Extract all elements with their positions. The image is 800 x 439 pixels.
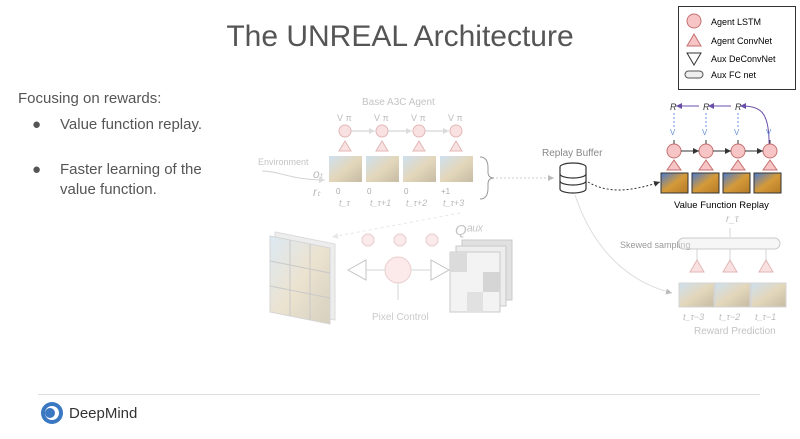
reward-prediction: r_τ t_τ−3 t_τ−2 t_τ−1 Reward Prediction <box>678 214 786 337</box>
convnet-node <box>667 160 681 170</box>
reward-symbol-tau: r_τ <box>726 214 740 225</box>
V-label: V <box>734 128 740 137</box>
R-label: R <box>735 102 742 112</box>
frame-thumbnail <box>723 173 750 193</box>
convnet-node <box>763 160 777 170</box>
lstm-node <box>376 125 388 137</box>
reward-value: 0 <box>367 187 372 196</box>
base-a3c-agent: Base A3C Agent Environment oₜ rₜ V π 0 t… <box>258 97 473 208</box>
to-vfr-arrow <box>588 182 660 190</box>
lstm-node <box>426 234 438 246</box>
lstm-node <box>385 257 411 283</box>
convnet-node <box>450 141 462 151</box>
base-agent-label: Base A3C Agent <box>362 97 435 108</box>
deepmind-logo-icon <box>40 401 64 425</box>
split-frame-stack <box>270 232 335 324</box>
deepmind-logo-text: DeepMind <box>69 405 137 422</box>
a3c-step: V π +1 t_τ+3 <box>440 113 473 208</box>
database-icon <box>560 163 586 193</box>
fc-net-node <box>678 238 780 249</box>
reward-value: +1 <box>441 187 451 196</box>
lstm-node <box>339 125 351 137</box>
lstm-node <box>667 144 681 158</box>
frame-thumbnail <box>661 173 688 193</box>
frame-thumbnail <box>754 173 781 193</box>
to-pixel-control-arrow <box>332 213 460 237</box>
value-function-replay: R R R V V V V Value Function Replay <box>661 102 781 211</box>
policy-label: V π <box>337 113 352 123</box>
convnet-node <box>413 141 425 151</box>
deconvnet-node <box>348 260 366 280</box>
time-label: t_τ+3 <box>443 198 464 208</box>
lstm-node <box>763 144 777 158</box>
convnet-node <box>339 141 351 151</box>
frame-thumbnail <box>679 283 714 307</box>
V-label: V <box>670 128 676 137</box>
convnet-node <box>376 141 388 151</box>
time-label: t_τ−2 <box>719 312 740 322</box>
return-arrow <box>740 106 769 148</box>
lstm-node <box>413 125 425 137</box>
lstm-node <box>699 144 713 158</box>
lstm-node <box>394 234 406 246</box>
environment-label: Environment <box>258 157 309 167</box>
lstm-node <box>362 234 374 246</box>
time-label: t_τ <box>339 198 351 208</box>
reward-value: 0 <box>404 187 409 196</box>
vfr-label: Value Function Replay <box>674 200 769 211</box>
reward-prediction-label: Reward Prediction <box>694 326 776 337</box>
time-label: t_τ−1 <box>755 312 776 322</box>
policy-label: V π <box>374 113 389 123</box>
frame-thumbnail <box>751 283 786 307</box>
R-label: R <box>703 102 710 112</box>
time-label: t_τ−3 <box>683 312 704 322</box>
footer-divider <box>38 394 760 395</box>
convnet-node <box>731 160 745 170</box>
time-label: t_τ+1 <box>370 198 391 208</box>
lstm-node <box>450 125 462 137</box>
a3c-step: V π 0 t_τ <box>329 113 362 208</box>
convnet-node <box>699 160 713 170</box>
q-aux-grid-stack <box>450 240 512 312</box>
lstm-node <box>731 144 745 158</box>
convnet-node <box>759 260 773 272</box>
V-label: V <box>702 128 708 137</box>
deconvnet-node <box>431 260 449 280</box>
policy-label: V π <box>448 113 463 123</box>
pixel-control-label: Pixel Control <box>372 312 429 323</box>
R-label: R <box>670 102 677 112</box>
q-aux-label: Qᵃᵘˣ <box>455 222 483 239</box>
frame-thumbnail <box>692 173 719 193</box>
reward-symbol: rₜ <box>313 185 321 199</box>
convnet-node <box>690 260 704 272</box>
a3c-step: V π 0 t_τ+1 <box>366 113 399 208</box>
V-label: V <box>766 128 772 137</box>
reward-value: 0 <box>336 187 341 196</box>
replay-buffer-label: Replay Buffer <box>542 148 603 159</box>
pixel-control: Qᵃᵘˣ Pixel Control <box>270 213 512 324</box>
frame-thumbnail <box>440 156 473 182</box>
brace-icon <box>480 157 494 199</box>
frame-thumbnail <box>366 156 399 182</box>
time-label: t_τ+2 <box>406 198 427 208</box>
frame-thumbnail <box>403 156 436 182</box>
frame-thumbnail <box>329 156 362 182</box>
convnet-node <box>723 260 737 272</box>
frame-thumbnail <box>715 283 750 307</box>
observation-symbol: oₜ <box>313 167 324 181</box>
a3c-step: V π 0 t_τ+2 <box>403 113 436 208</box>
policy-label: V π <box>411 113 426 123</box>
